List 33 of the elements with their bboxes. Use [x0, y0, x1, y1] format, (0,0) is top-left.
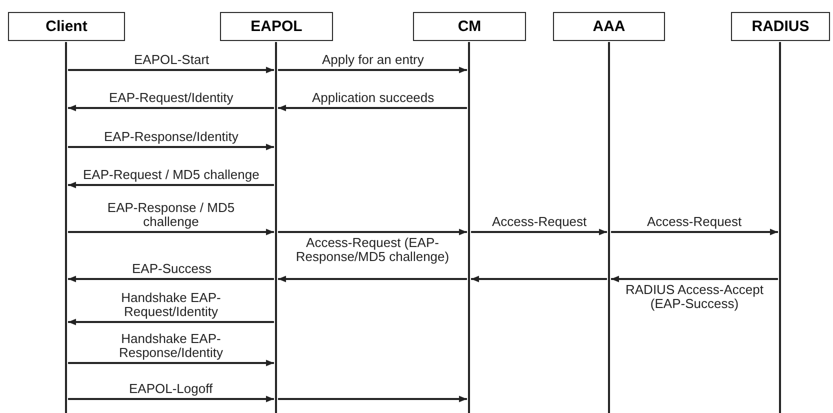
- message-label: Apply for an entry: [320, 53, 426, 67]
- message-arrow: [68, 182, 274, 188]
- message-arrow: [278, 276, 467, 282]
- participant-box: EAPOL: [220, 12, 333, 41]
- message-arrow: [68, 360, 274, 366]
- message-arrow: [68, 396, 274, 402]
- message-label: EAP-Response/Identity: [102, 130, 240, 144]
- message-arrow: [68, 66, 274, 74]
- message-label: EAP-Request/Identity: [107, 91, 236, 105]
- message-arrow: [68, 318, 274, 326]
- message-label: EAPOL-Logoff: [127, 382, 215, 396]
- message-arrow: [278, 104, 467, 112]
- participant-box: Client: [8, 12, 125, 41]
- message-arrow: [278, 228, 467, 236]
- message-arrow: [471, 276, 607, 282]
- message-label: Access-Request: [490, 215, 589, 229]
- message-label: EAP-Request / MD5 challenge: [81, 168, 262, 182]
- message-arrow: [471, 228, 607, 236]
- message-arrow: [68, 144, 274, 150]
- message-arrow: [68, 276, 274, 282]
- participant-box: RADIUS: [731, 12, 830, 41]
- message-arrow: [68, 228, 274, 236]
- participant-box: CM: [413, 12, 526, 41]
- participant-box: AAA: [553, 12, 665, 41]
- message-label: EAPOL-Start: [132, 53, 212, 67]
- message-label: Access-Request: [645, 215, 744, 229]
- message-label: EAP-Success: [130, 262, 214, 276]
- message-label: Application succeeds: [310, 91, 436, 105]
- message-arrow: [278, 66, 467, 74]
- message-arrow: [278, 396, 467, 402]
- message-arrow: [611, 276, 778, 282]
- message-arrow: [68, 104, 274, 112]
- message-arrow: [611, 228, 778, 236]
